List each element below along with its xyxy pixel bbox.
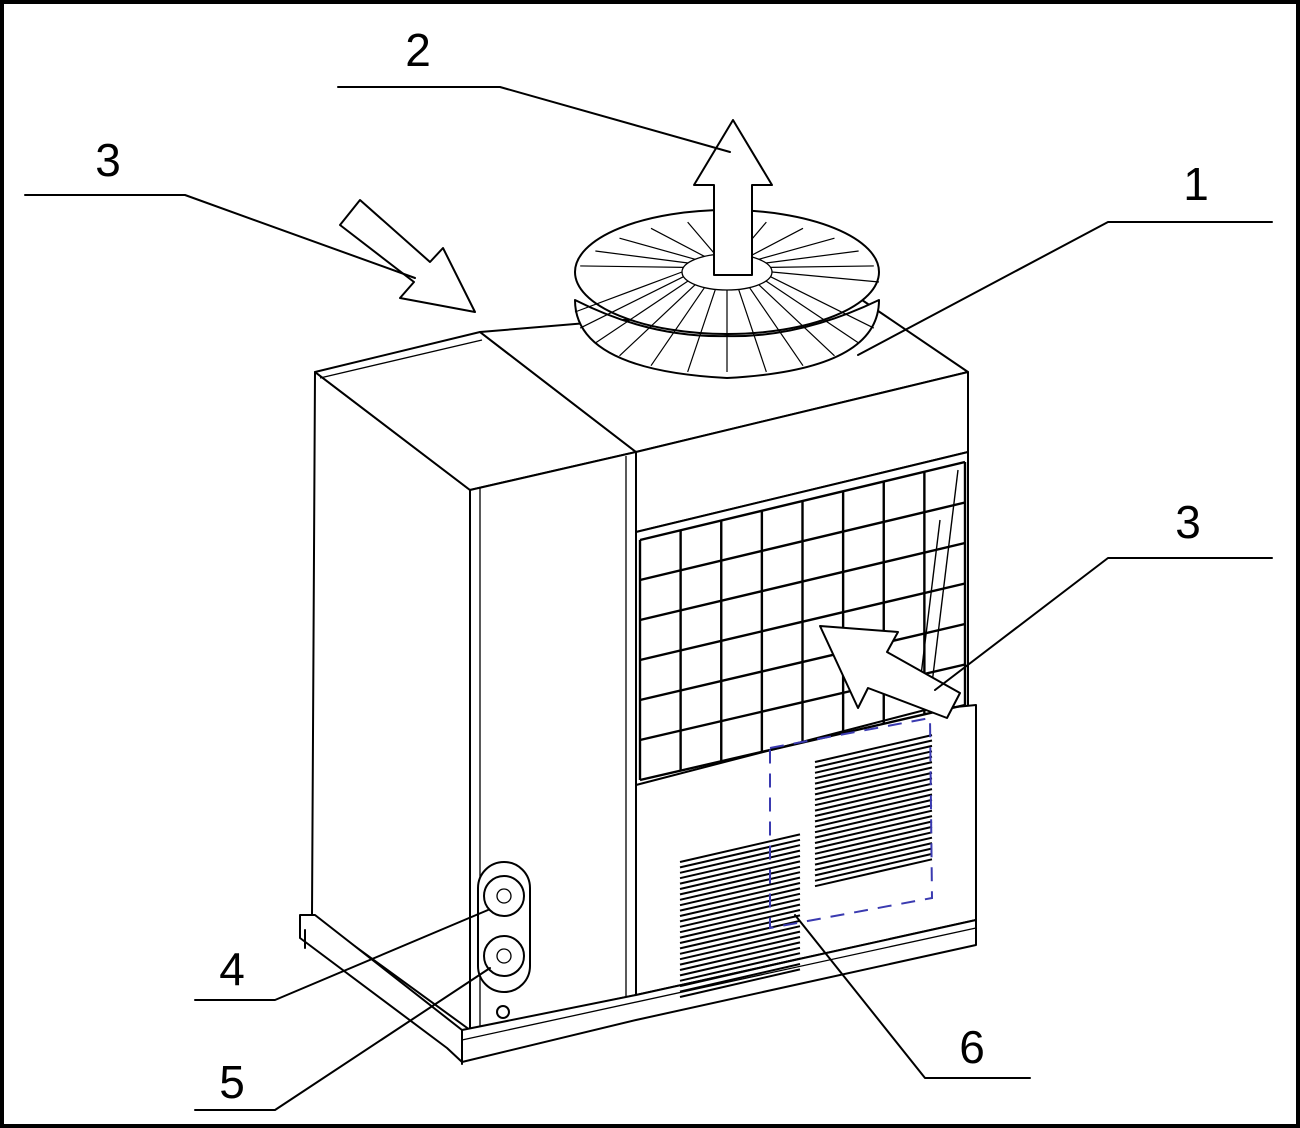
callout-3a: 3 bbox=[95, 134, 121, 186]
drain-port bbox=[496, 1005, 510, 1019]
callout-6: 6 bbox=[959, 1021, 985, 1073]
arrow-up-icon bbox=[693, 119, 773, 276]
callout-2: 2 bbox=[405, 24, 431, 76]
pipe-connection-5 bbox=[483, 935, 525, 977]
callout-3b: 3 bbox=[1175, 496, 1201, 548]
callout-1: 1 bbox=[1183, 158, 1209, 210]
callout-4: 4 bbox=[219, 943, 245, 995]
arrow-diagonal-up-icon bbox=[819, 625, 961, 719]
leader-lines bbox=[24, 86, 1273, 1111]
pipe-connections bbox=[477, 861, 531, 1019]
pipe-connection-4 bbox=[483, 875, 525, 917]
compressor-louvers bbox=[679, 734, 933, 998]
coil-grille bbox=[638, 460, 967, 782]
callout-5: 5 bbox=[219, 1056, 245, 1108]
dashed-outline-6 bbox=[769, 716, 934, 930]
arrow-diagonal-down-icon bbox=[339, 199, 476, 313]
